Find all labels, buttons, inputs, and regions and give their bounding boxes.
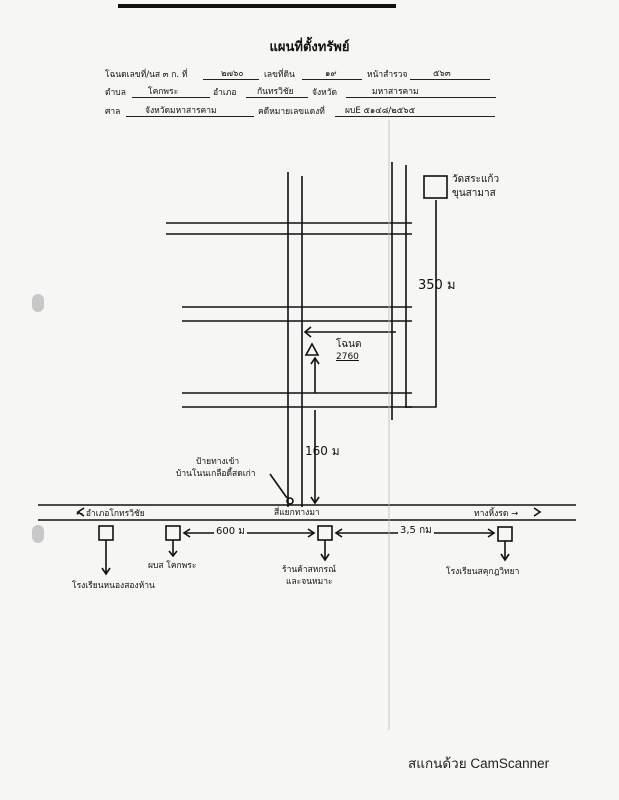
document-title: แผนที่ตั้งทรัพย์	[269, 40, 350, 55]
province-label: จังหวัด	[312, 88, 338, 98]
school-right-label: โรงเรียนสคุกฎวิทยา	[446, 567, 520, 577]
school-left-label: โรงเรียนหนองสองห้าน	[72, 581, 155, 591]
district-label: อำเภอ	[213, 88, 237, 98]
road-left-direction: ← อำเภอโกทรวิชัย	[76, 509, 145, 519]
road-right-direction: ทางหิ้งรด →	[474, 509, 519, 519]
village-label-2: บ้านโนนเกลือดี้สดเก่า	[176, 469, 256, 479]
land-no-value: ๑๙	[325, 69, 337, 79]
temple-label-2: ขุนสามาส	[452, 188, 496, 199]
province-value: มหาสารคาม	[372, 87, 419, 97]
distance-160: 160 ม	[305, 444, 340, 458]
distance-3-5: 3,5 กม	[398, 523, 434, 538]
health-center-label: ผบส โคกพระ	[148, 561, 197, 571]
court-value: จังหวัดมหาสารคาม	[145, 106, 217, 116]
village-label-1: ป้ายทางเข้า	[196, 457, 240, 467]
distance-350: 350 ม	[418, 278, 456, 293]
deed-value: ๒๗๖๐	[221, 69, 244, 79]
binder-hole-bottom	[32, 525, 44, 543]
subdistrict-label: ตำบล	[105, 88, 126, 98]
top-edge-bar	[118, 4, 396, 8]
case-label: คดีหมายเลขแดงที่	[258, 107, 325, 117]
scanner-watermark: สแกนด้วย CamScanner	[408, 756, 550, 771]
deed-mark-label: โฉนด	[336, 339, 362, 350]
deed-label: โฉนดเลขที่/นส ๓ ก. ที่	[105, 70, 188, 80]
district-value: กันทรวิชัย	[257, 87, 294, 97]
survey-page-value: ๕๖๓	[433, 69, 451, 79]
subdistrict-value: โคกพระ	[148, 87, 179, 97]
center-place-label-1: ร้านค้าสหกรณ์	[282, 565, 336, 575]
temple-label-1: วัดสระแก้ว	[452, 174, 500, 185]
junction-label: สี่แยกทางมา	[274, 508, 320, 518]
land-no-label: เลขที่ดิน	[264, 70, 295, 80]
court-label: ศาล	[105, 107, 121, 117]
survey-page-label: หน้าสำรวจ	[367, 70, 408, 80]
binder-hole-top	[32, 294, 44, 312]
case-value: ผบE ๕๑๔๘/๒๕๖๕	[345, 106, 415, 116]
deed-mark-number: 2760	[336, 352, 359, 362]
distance-600: 600 ม	[214, 524, 247, 539]
center-place-label-2: และจนหมาะ	[286, 577, 333, 587]
